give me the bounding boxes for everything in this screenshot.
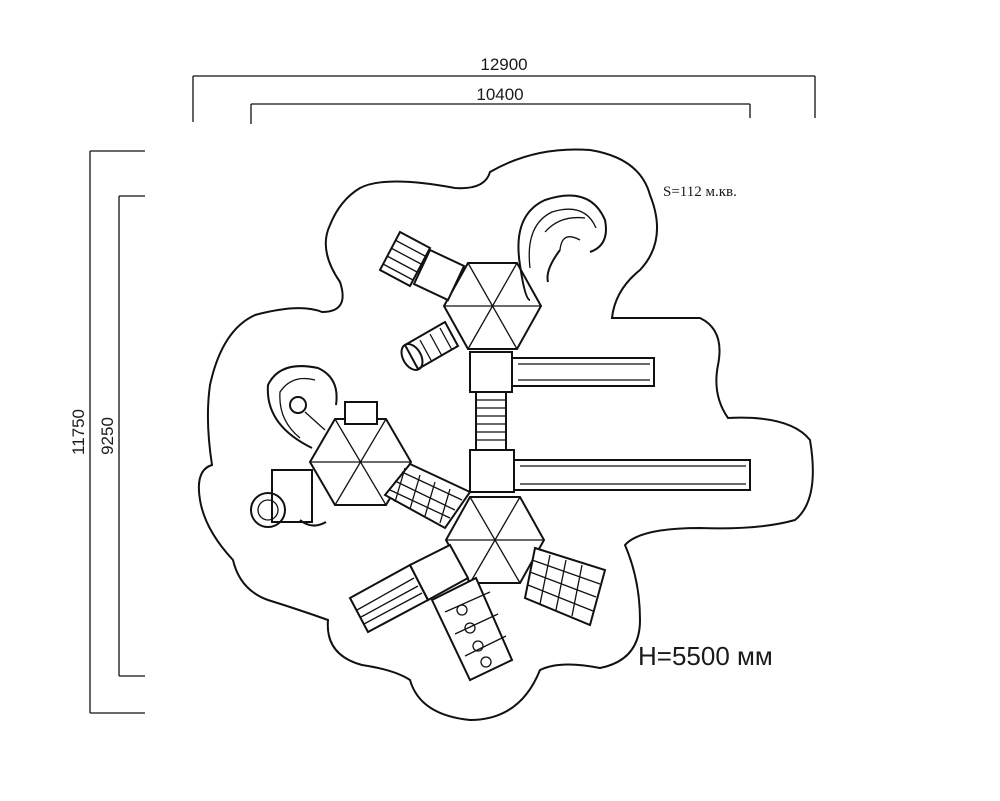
- net-climber-left: [383, 462, 472, 530]
- spiral-slide-top: [517, 194, 607, 301]
- width-inner-dimension: 10400: [250, 85, 751, 124]
- ladder-top-left: [378, 230, 466, 302]
- net-climber-right: [523, 546, 607, 627]
- width-inner-label: 10400: [476, 85, 523, 104]
- crawl-tube-left: [250, 469, 327, 528]
- upper-hex-tower: [442, 262, 543, 350]
- crawl-tube-top: [400, 320, 460, 371]
- area-label: S=112 м.кв.: [663, 184, 737, 200]
- height-label: H=5500 мм: [638, 641, 773, 671]
- height-outer-dimension: 11750: [69, 150, 145, 714]
- spiral-slide-left: [266, 365, 338, 449]
- width-outer-label: 12900: [480, 55, 527, 74]
- lower-hex-tower: [444, 496, 546, 584]
- ladder-bottom-left: [348, 543, 470, 634]
- safety-zone-outline: [197, 148, 814, 722]
- left-hex-tower: [308, 418, 413, 506]
- height-inner-dimension: 9250: [98, 195, 145, 677]
- climbing-ramp-bottom: [430, 576, 514, 682]
- straight-slide-upper: [511, 357, 655, 387]
- width-outer-dimension: 12900: [192, 55, 816, 122]
- height-outer-label: 11750: [69, 409, 88, 455]
- height-inner-label: 9250: [98, 417, 117, 455]
- left-roof-box: [344, 401, 378, 425]
- vertical-bridge: [469, 351, 515, 493]
- straight-slide-lower: [513, 459, 751, 491]
